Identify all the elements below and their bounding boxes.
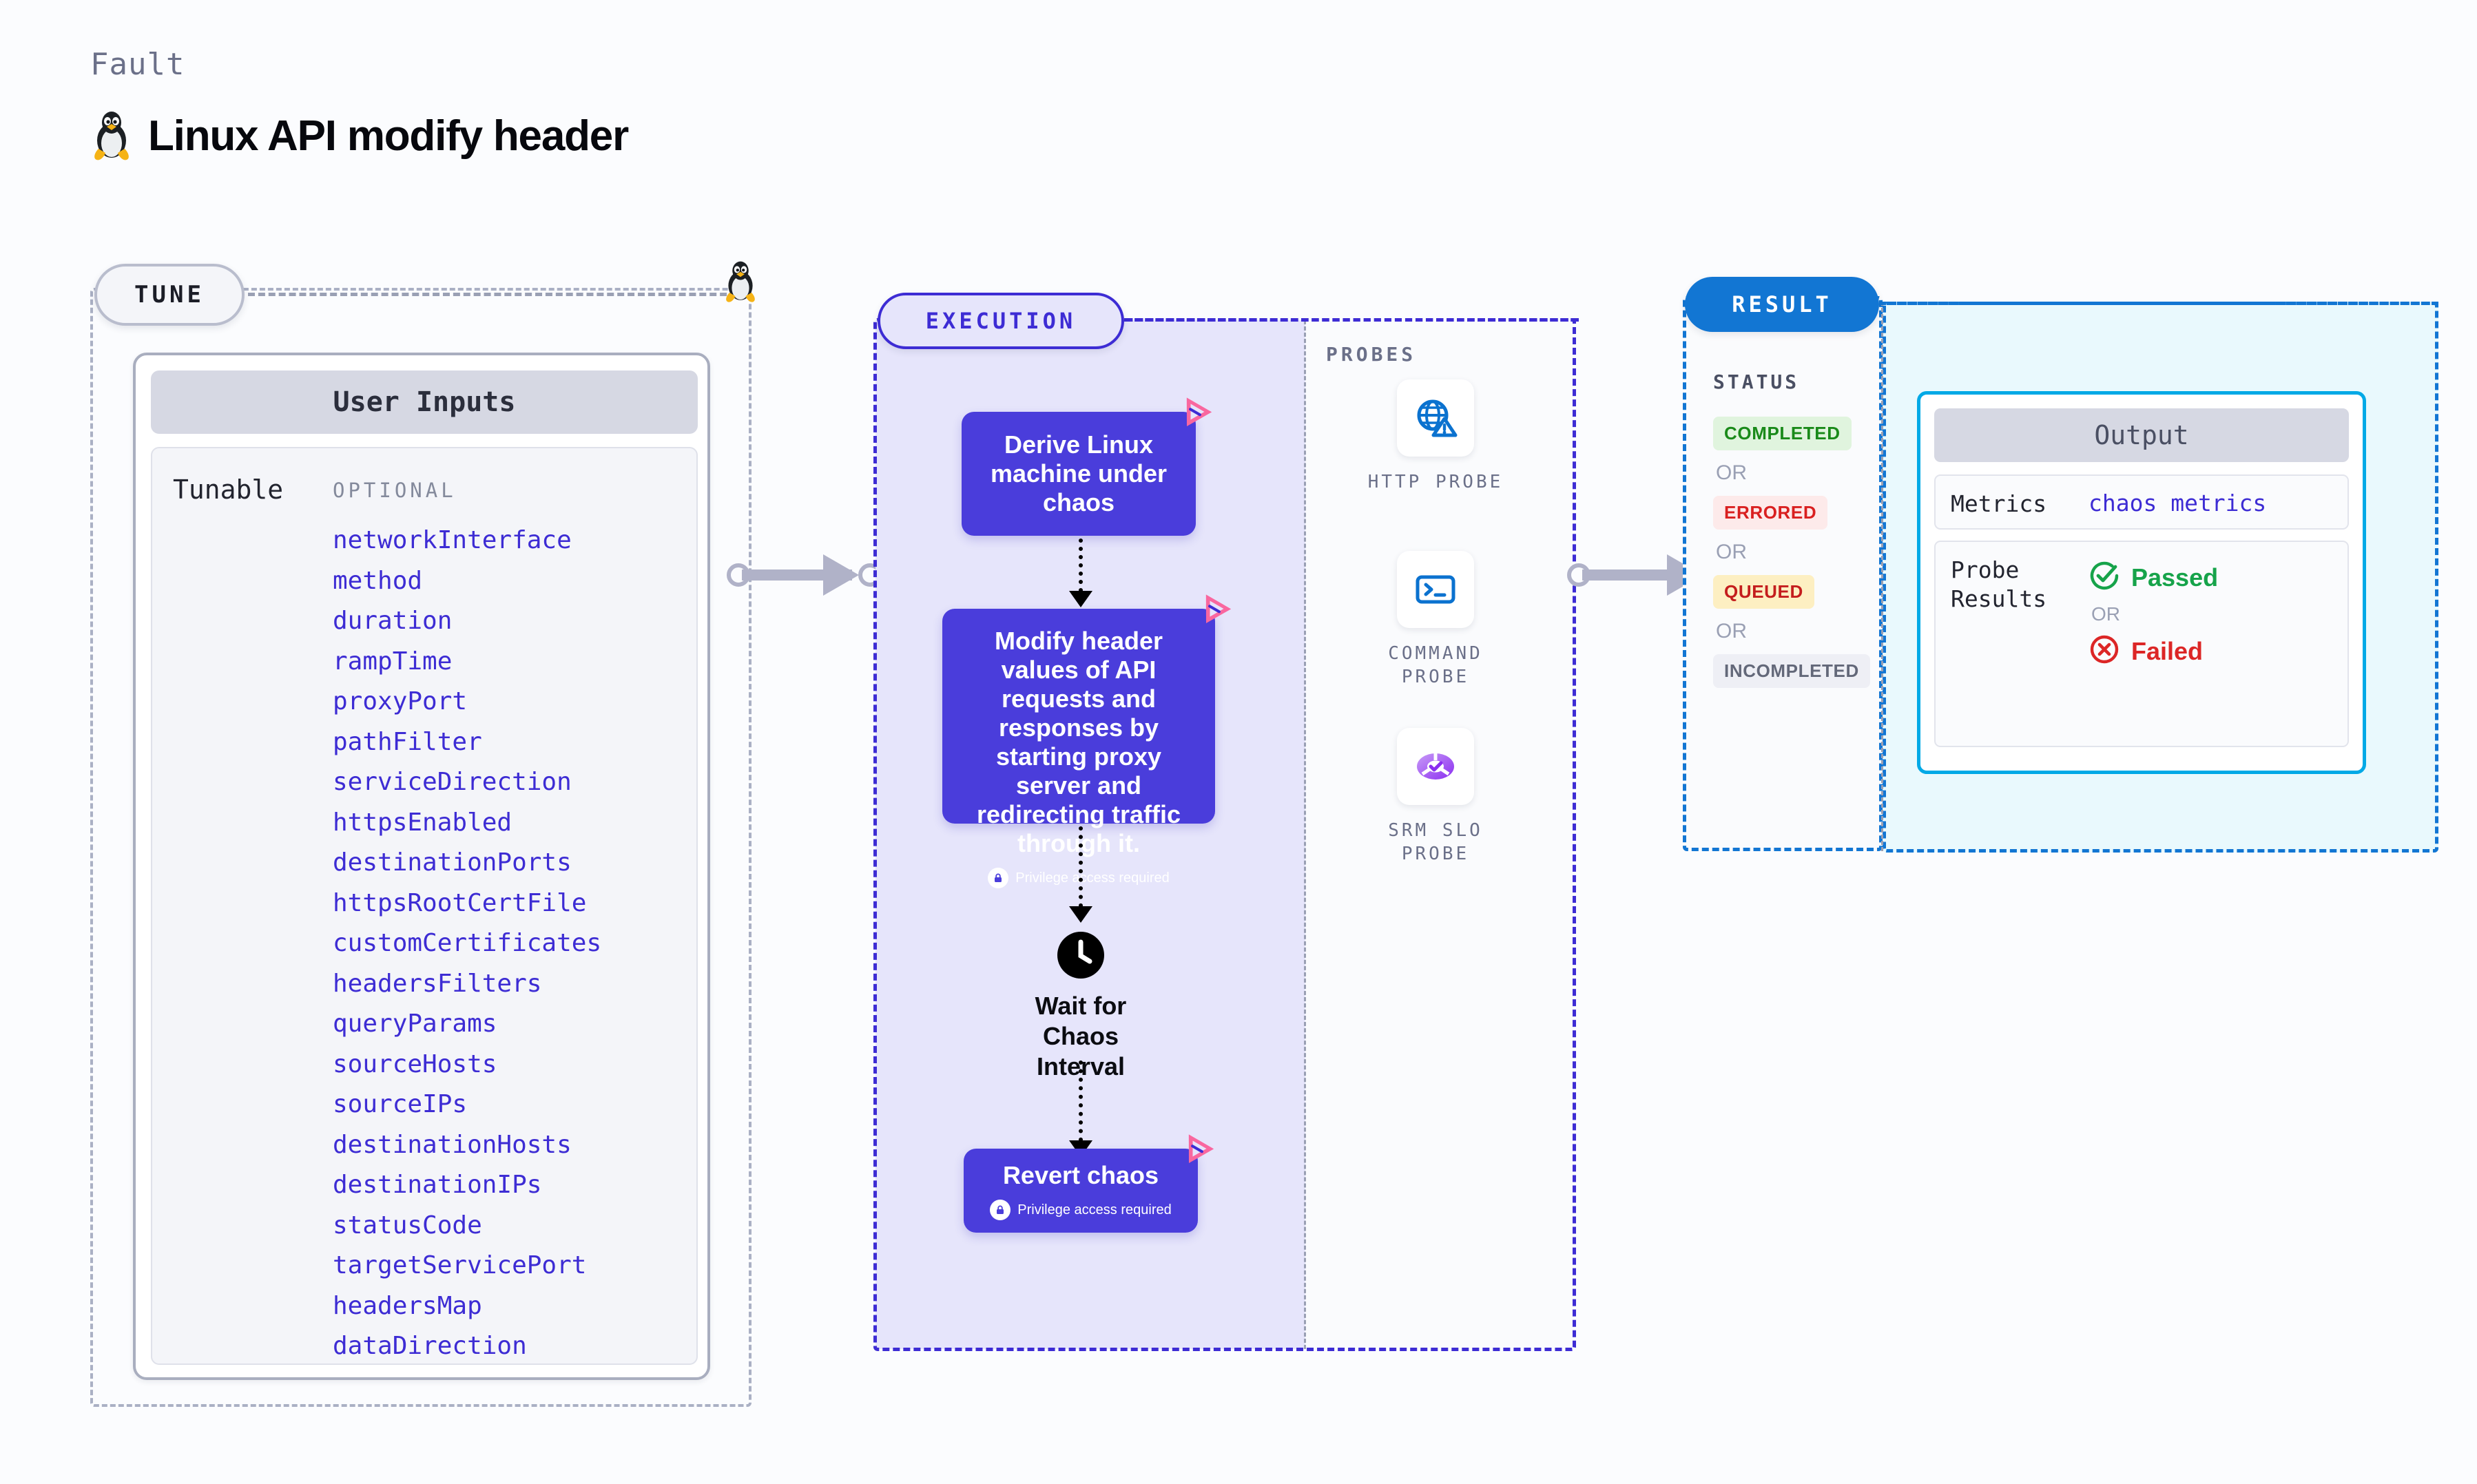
tunable-parameter[interactable]: customCertificates: [333, 929, 602, 957]
lock-icon: [988, 868, 1009, 888]
tunable-parameter[interactable]: headersFilters: [333, 969, 542, 998]
execution-lead-line: [1124, 318, 1579, 322]
tunable-parameter[interactable]: headersMap: [333, 1291, 482, 1320]
x-circle-icon: [2089, 634, 2120, 669]
user-inputs-title: User Inputs: [151, 370, 698, 434]
terminal-icon: [1397, 551, 1474, 628]
status-or-separator: OR: [1716, 620, 1747, 642]
flow-node-wait-interval: Wait for Chaos Interval: [998, 930, 1163, 1082]
probe-label: COMMAND PROBE: [1388, 643, 1483, 687]
result-status-boundary: [1683, 296, 1883, 851]
status-or-separator: OR: [1716, 461, 1747, 484]
fault-kicker: Fault: [90, 47, 185, 82]
tunable-label: Tunable: [173, 474, 284, 505]
flow-arrow-2: [1069, 826, 1092, 923]
clock-icon: [1055, 930, 1106, 984]
tune-lead-line: [248, 293, 737, 296]
tunable-parameter[interactable]: httpsRootCertFile: [333, 888, 587, 917]
tunable-parameter[interactable]: proxyPort: [333, 687, 468, 715]
flow-arrow-3: [1069, 1060, 1092, 1157]
privilege-text: Privilege access required: [1017, 1202, 1172, 1217]
probe-result-failed: Failed: [2089, 634, 2218, 669]
flow-node-derive-machine[interactable]: Derive Linux machine under chaos: [962, 397, 1212, 536]
status-badge: QUEUED: [1713, 575, 1814, 609]
tunable-parameter[interactable]: dataDirection: [333, 1332, 527, 1360]
metrics-value-link[interactable]: chaos metrics: [2089, 490, 2267, 516]
status-badge: COMPLETED: [1713, 417, 1852, 450]
execution-section-chip: EXECUTION: [878, 293, 1124, 349]
probes-label: PROBES: [1326, 343, 1417, 366]
litmus-logo-icon: [1194, 591, 1233, 633]
output-probe-results-row: Probe Results Passed OR: [1934, 541, 2349, 747]
tunable-parameter[interactable]: targetServicePort: [333, 1251, 587, 1279]
tune-linux-penguin-icon: [723, 260, 758, 306]
output-metrics-row: Metrics chaos metrics: [1934, 474, 2349, 530]
probe-results-key: Probe Results: [1951, 556, 2047, 612]
result-lead-line: [1879, 302, 2438, 305]
output-title: Output: [1934, 408, 2349, 462]
litmus-logo-icon: [1175, 394, 1214, 436]
tunable-parameter[interactable]: serviceDirection: [333, 768, 572, 796]
probe-result-or: OR: [2091, 603, 2120, 625]
flow-node-revert-chaos[interactable]: Revert chaos Privilege access required: [964, 1134, 1214, 1233]
tunable-parameter[interactable]: httpsEnabled: [333, 808, 512, 837]
probe-result-passed: Passed: [2089, 560, 2218, 595]
tunable-parameter[interactable]: destinationPorts: [333, 848, 572, 877]
optional-label: OPTIONAL: [333, 479, 457, 502]
user-inputs-body: Tunable OPTIONAL networkInterface method d…: [151, 447, 698, 1365]
slo-donut-check-icon: [1397, 728, 1474, 805]
tunable-parameter[interactable]: rampTime: [333, 647, 453, 676]
status-or-separator: OR: [1716, 541, 1747, 563]
status-label: STATUS: [1713, 370, 1800, 393]
flow-arrow-1: [1069, 539, 1092, 607]
probe-command[interactable]: COMMAND PROBE: [1353, 551, 1518, 689]
probe-http[interactable]: HTTP PROBE: [1353, 379, 1518, 494]
tunable-parameter[interactable]: statusCode: [333, 1211, 482, 1240]
tune-section-chip: TUNE: [94, 264, 245, 326]
tunable-parameter[interactable]: queryParams: [333, 1010, 497, 1038]
globe-warning-icon: [1397, 379, 1474, 457]
passed-label: Passed: [2131, 563, 2219, 592]
privilege-text: Privilege access required: [1015, 870, 1170, 886]
result-inner-divider: [1881, 302, 1883, 851]
probe-label: SRM SLO PROBE: [1388, 820, 1483, 864]
status-badge: INCOMPLETED: [1713, 654, 1870, 688]
flow-node-label: Modify header values of API requests and…: [976, 627, 1181, 857]
linux-penguin-icon: [90, 110, 133, 161]
probe-label: HTTP PROBE: [1367, 472, 1504, 492]
tunable-parameter[interactable]: destinationHosts: [333, 1130, 572, 1159]
probe-srm-slo[interactable]: SRM SLO PROBE: [1353, 728, 1518, 866]
tune-section-boundary: [90, 288, 752, 1407]
probe-result-states: Passed OR Failed: [2089, 560, 2218, 669]
page-title-row: Linux API modify header: [90, 110, 629, 161]
tunable-parameter[interactable]: pathFilter: [333, 727, 482, 756]
metrics-key: Metrics: [1951, 490, 2047, 517]
probes-background: [1305, 320, 1574, 1349]
lock-icon: [990, 1200, 1011, 1220]
connector-tune-to-execution: [727, 551, 882, 599]
flow-node-label: Derive Linux machine under chaos: [990, 430, 1168, 516]
failed-label: Failed: [2131, 636, 2204, 665]
user-inputs-card: User Inputs Tunable OPTIONAL networkInte…: [133, 353, 710, 1380]
check-circle-icon: [2089, 560, 2120, 595]
tunable-parameter-list: networkInterface method duration rampTime pr…: [333, 521, 691, 1367]
tunable-parameter[interactable]: method: [333, 566, 423, 595]
flow-node-label: Revert chaos: [1002, 1161, 1159, 1189]
wait-node-label: Wait for Chaos Interval: [1035, 992, 1127, 1080]
tunable-parameter[interactable]: sourceIPs: [333, 1090, 468, 1118]
tunable-parameter[interactable]: sourceHosts: [333, 1049, 497, 1078]
status-badge-list: COMPLETED OR ERRORED OR QUEUED OR INCOMPLETED: [1713, 417, 1878, 688]
tunable-parameter[interactable]: destinationIPs: [333, 1171, 542, 1199]
status-badge: ERRORED: [1713, 496, 1828, 530]
page-title: Linux API modify header: [148, 112, 629, 160]
privilege-required-note: Privilege access required: [988, 868, 1170, 888]
privilege-required-note: Privilege access required: [990, 1200, 1172, 1220]
output-card: Output Metrics chaos metrics Probe Resul…: [1917, 391, 2366, 774]
execution-probes-divider: [1304, 320, 1306, 1349]
litmus-logo-icon: [1177, 1131, 1216, 1173]
tunable-parameter[interactable]: networkInterface: [333, 526, 572, 554]
flow-node-modify-header[interactable]: Modify header values of API requests and…: [942, 594, 1232, 888]
result-section-chip: RESULT: [1685, 277, 1879, 332]
tunable-parameter[interactable]: duration: [333, 607, 453, 635]
